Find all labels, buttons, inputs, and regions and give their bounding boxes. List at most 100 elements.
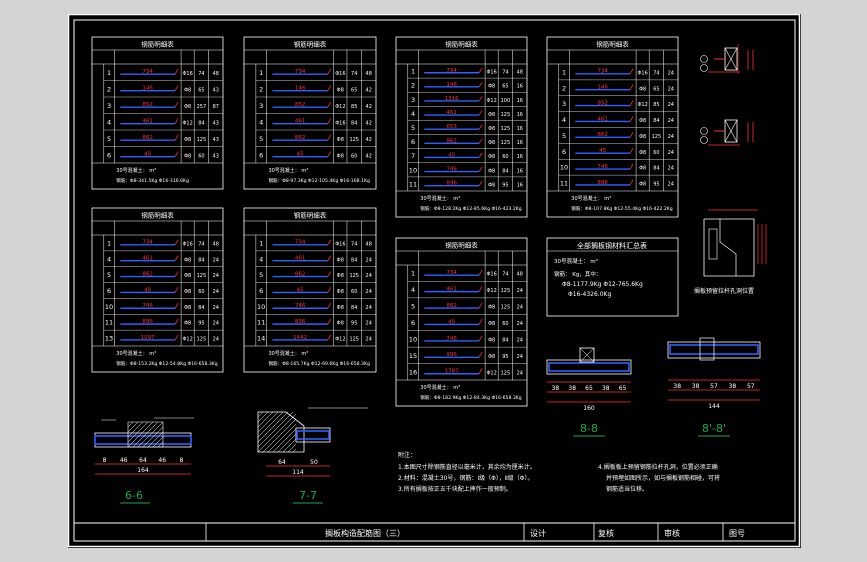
material-summary-table: 全部搁板钢材料汇总表 30号混凝土： m³ 钢筋： Kg，其中： Φ8-1177… — [546, 237, 679, 317]
rebar-hook — [174, 101, 179, 108]
bar-number: 3 — [562, 100, 566, 108]
hole-outline — [703, 218, 755, 277]
rebar-weight: 24 — [517, 321, 523, 327]
hatch-line — [257, 411, 284, 438]
hatch-line — [257, 411, 269, 423]
rebar-weight: 24 — [668, 118, 674, 124]
rebar-length: 896 — [446, 181, 457, 187]
rebar-diameter: Φ8 — [337, 273, 344, 279]
rebar-hook — [174, 255, 179, 261]
rebar-diameter: Φ12 — [335, 337, 345, 343]
rebar-length: 896 — [295, 319, 306, 325]
rebar-length: 734 — [295, 240, 306, 246]
hatch-line — [132, 421, 159, 448]
bar-number: 4 — [107, 255, 111, 263]
rebar-diameter: Φ8 — [639, 166, 646, 172]
dimension-value: 65 — [619, 385, 627, 392]
rebar-weight: 24 — [517, 288, 523, 294]
bar-number: 11 — [105, 319, 113, 327]
rebar-hook — [629, 68, 634, 75]
bar-number: 1 — [107, 239, 111, 247]
sheet-background — [68, 14, 801, 548]
rebar-weight: 42 — [366, 87, 372, 93]
table-note: 30号混凝土： m³ — [116, 350, 156, 357]
bar-number: 6 — [259, 287, 263, 295]
rebar-length: 461 — [142, 256, 153, 262]
rebar-count: 125 — [349, 273, 359, 279]
rebar-length: 45 — [144, 152, 151, 158]
table-note: 钢筋：Φ8-128.2Kg Φ12-85.6Kg Φ16-423.2Kg — [420, 205, 522, 212]
rebar-hook — [174, 318, 179, 325]
rebar-hook — [478, 269, 483, 276]
rebar-length: 746 — [142, 303, 153, 309]
rebar-count: 74 — [351, 241, 357, 247]
table-note: 钢筋：Φ8-182.9Kg Φ12-84.3Kg Φ16-658.3Kg — [420, 394, 522, 401]
outer-border — [67, 13, 801, 548]
rebar-hook — [478, 335, 483, 342]
rebar-count: 125 — [197, 137, 207, 143]
rebar-length: 862 — [142, 135, 153, 141]
rebar-weight: 43 — [213, 153, 219, 159]
rebar-hook — [327, 68, 332, 75]
rebar-count: 74 — [351, 71, 357, 77]
dimension-value: 57 — [747, 383, 755, 390]
bar-number: 3 — [107, 102, 111, 110]
table-note: 钢筋：Φ8-97.3Kg Φ12-105.4Kg Φ16-168.1Kg — [268, 177, 370, 184]
summary-line-2: 钢筋： Kg，其中： — [554, 270, 601, 278]
table-note: 30号混凝土： m³ — [268, 167, 308, 174]
rebar-diameter: Φ8 — [639, 118, 646, 124]
rebar-count: 74 — [653, 70, 659, 76]
bar-number: 4 — [259, 255, 263, 263]
hatch-line — [257, 411, 264, 418]
rebar-hook — [629, 132, 634, 138]
dimension-value: 8 — [103, 457, 107, 464]
slab-rebar — [94, 435, 192, 445]
rebar-weight: 24 — [366, 273, 372, 279]
hatch-line — [257, 413, 297, 453]
rebar-diameter: Φ8 — [184, 257, 191, 263]
note-4: 4.搁板板上预留钢筋拉杆孔洞，位置必须正确 — [598, 463, 718, 471]
dimension-total: 164 — [137, 467, 149, 474]
rebar-diameter: Φ8 — [337, 257, 344, 263]
rebar-count: 84 — [351, 305, 357, 311]
rebar-count: 60 — [198, 289, 204, 295]
hatch-line — [292, 448, 297, 453]
rebar-length: 461 — [446, 110, 457, 116]
bar-number: 15 — [409, 352, 417, 360]
rebar-diameter: Φ8 — [488, 126, 495, 132]
rebar-diameter: Φ8 — [184, 104, 191, 110]
summary-border — [546, 237, 679, 317]
bar-number: 2 — [107, 85, 111, 93]
rebar-hook — [327, 118, 332, 124]
rebar-count: 60 — [502, 154, 508, 160]
bar-number: 11 — [560, 180, 568, 188]
table-note: 30号混凝土： m³ — [268, 350, 308, 357]
bar-number: 10 — [409, 166, 417, 174]
rebar-diameter: Φ16 — [486, 272, 496, 278]
rebar-hook — [478, 319, 483, 325]
rebar-length: 1097 — [141, 335, 155, 341]
rebar-weight: 24 — [213, 289, 219, 295]
rebar-weight: 48 — [366, 241, 372, 247]
notes-heading: 附注： — [398, 451, 416, 459]
bar-number: 16 — [409, 368, 417, 376]
rebar-weight: 24 — [213, 273, 219, 279]
rebar-weight: 48 — [517, 272, 523, 278]
hole-profile — [719, 219, 737, 276]
table-title: 钢筋明细表 — [596, 40, 629, 49]
